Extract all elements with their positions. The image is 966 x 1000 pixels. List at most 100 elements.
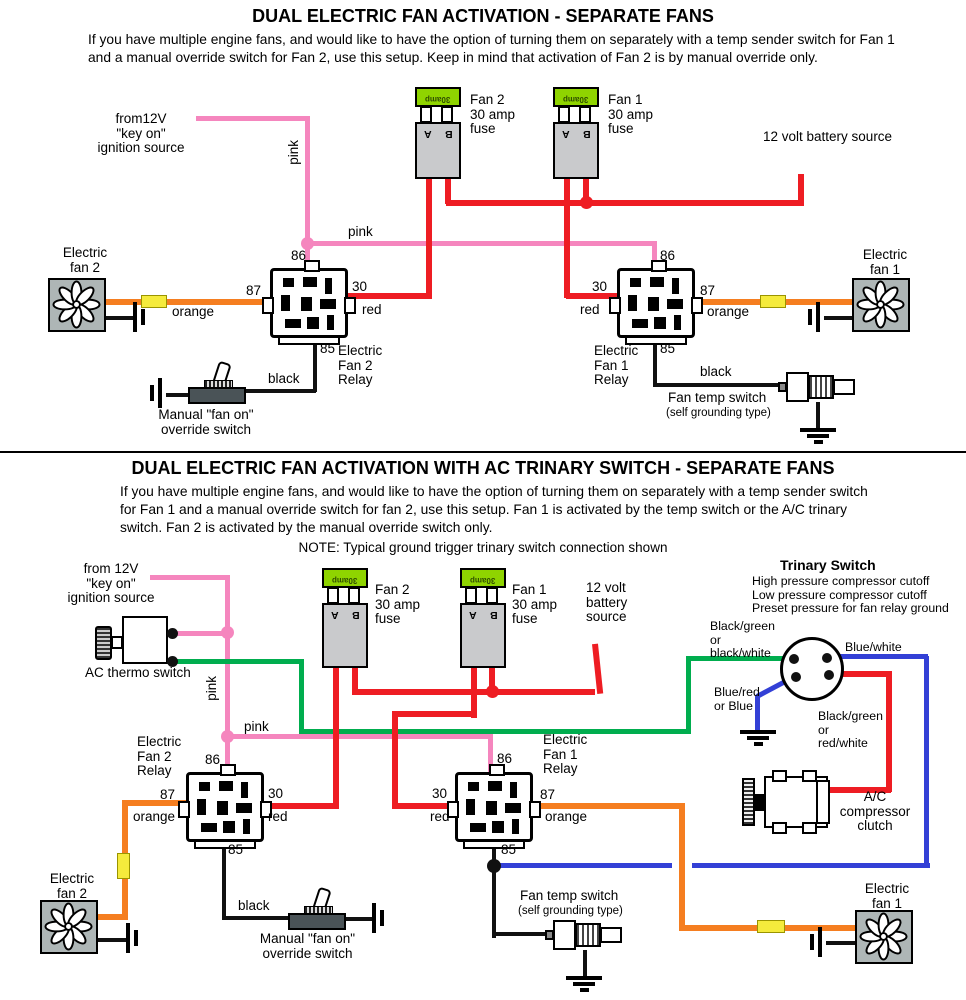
pin-label-30: 30 [432, 786, 448, 801]
fan-temp-switch-1 [778, 370, 856, 404]
holder-pin-b: B [352, 609, 360, 621]
label-line: "key on" [86, 575, 136, 591]
trinary-terminal-dot [791, 672, 801, 682]
temp-switch-sublabel-2: (self grounding type) [518, 905, 623, 917]
inline-connector [757, 920, 785, 933]
ground-icon [133, 302, 147, 332]
label-line: clutch [857, 818, 893, 833]
trinary-terminal-dot [824, 670, 834, 680]
fan-blades-icon [44, 902, 93, 951]
wire-ground-temp2-stem [583, 950, 587, 978]
label-line: High pressure compressor cutoff [752, 574, 930, 588]
ground-icon [150, 378, 164, 408]
holder-pin-b: B [445, 128, 453, 140]
label-line: override switch [160, 421, 252, 437]
relay-pin-86 [304, 260, 320, 272]
wire-red-fuse1a-v3 [392, 711, 398, 808]
label-line: Fan 2 [338, 357, 373, 373]
wire-label-black: black [238, 898, 270, 913]
label-line: fan 1 [871, 895, 903, 911]
relay-pin-87 [529, 801, 541, 818]
wire-label-orange: orange [172, 304, 215, 319]
wire-blue-white-h [828, 654, 928, 659]
pink-junction-dot [221, 730, 234, 743]
inline-connector [760, 295, 786, 308]
fuse-holder: A B [322, 603, 368, 668]
override-switch-label-1: Manual "fan on"override switch [150, 407, 262, 437]
wire-blue-85-h2 [692, 863, 930, 868]
wire-ground-fan2 [106, 316, 133, 320]
label-line: Black/green [818, 709, 883, 723]
wire-pink-ignition2-h [150, 575, 230, 580]
holder-pin-a: A [424, 128, 432, 140]
fuse-holder: A B [460, 603, 506, 668]
wire-label-pink-h: pink [244, 719, 269, 734]
fuse-prong [465, 587, 477, 604]
label-line: Manual "fan on" [158, 407, 254, 422]
relay-pin-30 [344, 297, 356, 314]
wire-red-fuse2b-2 [352, 666, 358, 694]
clutch-plate [816, 780, 830, 824]
trinary-terminal-dot [822, 653, 832, 663]
wire-green-h3 [686, 656, 794, 661]
wire-green-h1 [173, 659, 304, 664]
pin-label-87: 87 [246, 283, 262, 298]
label-line: Electric [62, 245, 108, 260]
wire-ground-fan1b [826, 941, 856, 945]
label-line: override switch [262, 945, 353, 961]
label-line: red/white [818, 736, 868, 750]
electric-fan-1b [855, 910, 913, 964]
fan2-relay-2 [178, 764, 272, 849]
label-line: Blue/red [714, 685, 760, 699]
toggle-body [288, 913, 346, 930]
wire-label-red: red [430, 809, 450, 824]
label-line: battery [586, 594, 628, 610]
section1-description: If you have multiple engine fans, and wo… [88, 32, 895, 65]
wire-pink-relay1-drop [652, 241, 657, 270]
wire-ground-fan2b [98, 938, 126, 942]
wire-label-red: red [362, 302, 382, 317]
pin-label-86: 86 [660, 248, 676, 263]
relay-pin-86 [220, 764, 236, 776]
thermo-knob-icon [95, 626, 112, 660]
toggle-body [188, 387, 246, 404]
label-line: 30 amp [608, 106, 654, 122]
pink-junction-dot [221, 626, 234, 639]
wire-red-fuse1b-2 [489, 666, 495, 694]
label-line: 12 volt [586, 580, 626, 595]
thermo-terminal-dot [167, 628, 178, 639]
wire-black-relay2b-85-v [222, 840, 226, 920]
relay-pin-30 [260, 801, 272, 818]
label-line: fan 1 [869, 261, 901, 277]
pin-label-30: 30 [268, 786, 284, 801]
label-line: compressor [839, 803, 911, 819]
wire-label-orange: orange [707, 304, 750, 319]
electric-fan-2b [40, 900, 98, 954]
label-line: Black/green [710, 619, 775, 633]
inline-connector [117, 853, 130, 879]
wire-label-orange: orange [545, 809, 588, 824]
label-line: Relay [338, 372, 373, 387]
section1-title: DUAL ELECTRIC FAN ACTIVATION - SEPARATE … [252, 6, 714, 26]
wire-green-h2 [299, 729, 691, 734]
label-line: Fan 1 [594, 357, 629, 373]
section-divider [0, 451, 966, 453]
wire-blue-85-h1 [492, 863, 672, 868]
wire-orange-fan1-v [679, 803, 685, 931]
ignition-line: "key on" [116, 125, 166, 141]
label-line: Fan 2 [470, 92, 505, 107]
relay-pin-87 [178, 801, 190, 818]
wire-pink-ignition-h [196, 116, 310, 121]
wire-green-v1 [299, 659, 304, 734]
ignition-source-label-1: from12V "key on" ignition source [85, 111, 197, 156]
label-line: from 12V [83, 561, 139, 576]
fuse-blade: 30amp [460, 568, 506, 588]
wire-red-fuse2a-v2 [333, 666, 339, 809]
